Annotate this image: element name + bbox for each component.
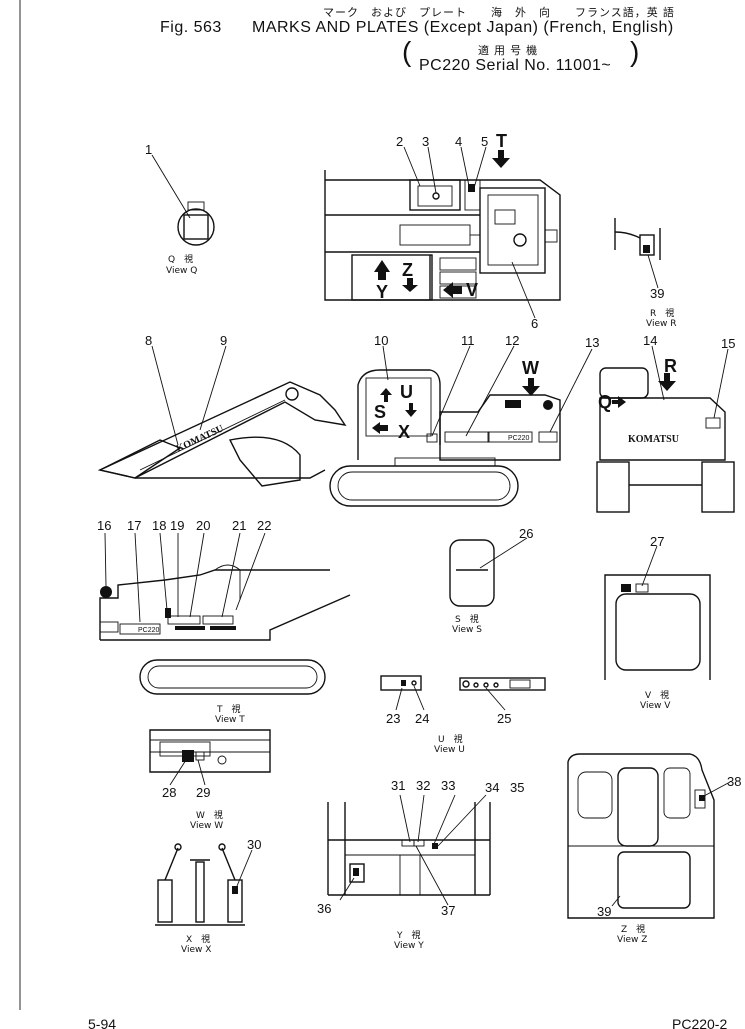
callout-9: 9 — [220, 333, 227, 348]
view-z-label: View Z — [617, 935, 647, 945]
callout-20: 20 — [196, 518, 210, 533]
callout-31: 31 — [391, 778, 405, 793]
view-letter-s: S — [374, 402, 386, 422]
callout-2: 2 — [396, 134, 403, 149]
view-letter-x: X — [398, 422, 410, 442]
view-v-label: View V — [640, 701, 671, 711]
callout-34: 34 — [485, 780, 499, 795]
boom-brand-mark: KOMATSU — [175, 423, 226, 454]
header-japanese-line: マーク および プレート 海 外 向 フランス語，英 語 — [323, 7, 675, 19]
callout-19: 19 — [170, 518, 184, 533]
callout-8: 8 — [145, 333, 152, 348]
serial-open-paren: ( — [402, 36, 412, 67]
callout-10: 10 — [374, 333, 388, 348]
side-view-excavator: PC220 KOMATSU — [97, 345, 593, 507]
view-t-jp: T 視 — [216, 703, 241, 715]
view-r-jp: R 視 — [650, 307, 674, 319]
view-u-detail: U 視 View U — [380, 675, 546, 755]
callout-36: 36 — [317, 901, 331, 916]
view-w-label: View W — [190, 821, 223, 831]
view-w-jp: W 視 — [196, 809, 223, 821]
view-u-jp: U 視 — [438, 733, 463, 745]
view-q-jp: Q 視 — [168, 253, 193, 265]
side-model-plate-text: PC220 — [508, 435, 530, 442]
callout-28: 28 — [162, 785, 176, 800]
figure-title: MARKS AND PLATES (Except Japan) (French,… — [252, 19, 674, 36]
callout-38: 38 — [727, 774, 741, 789]
top-plan-view — [324, 146, 561, 319]
serial-close-paren: ) — [630, 36, 640, 67]
view-w-detail: W 視 View W — [149, 729, 271, 831]
callout-1: 1 — [145, 142, 152, 157]
view-letter-y: Y — [376, 282, 388, 302]
callout-14: 14 — [643, 333, 657, 348]
callout-35: 35 — [510, 780, 524, 795]
callout-3: 3 — [422, 134, 429, 149]
view-letter-z: Z — [402, 260, 413, 280]
callout-18: 18 — [152, 518, 166, 533]
callout-32: 32 — [416, 778, 430, 793]
callout-24: 24 — [415, 711, 429, 726]
callout-26: 26 — [519, 526, 533, 541]
view-y-jp: Y 視 — [396, 929, 421, 941]
view-letter-v: V — [466, 280, 478, 300]
callout-11: 11 — [461, 333, 475, 348]
footer-page-number: 5-94 — [88, 1016, 116, 1029]
view-s-label: View S — [452, 625, 482, 635]
view-letter-t: T — [496, 131, 507, 151]
view-s-detail: S 視 View S — [449, 537, 528, 635]
callout-16: 16 — [97, 518, 111, 533]
callout-30: 30 — [247, 837, 261, 852]
serial-range: PC220 Serial No. 11001~ — [419, 57, 612, 74]
view-t-label: View T — [215, 715, 245, 725]
callout-39-view-z: 39 — [597, 904, 611, 919]
callout-17: 17 — [127, 518, 141, 533]
callout-13: 13 — [585, 335, 599, 350]
view-r-detail: R 視 View R — [614, 218, 676, 329]
callout-6: 6 — [531, 316, 538, 331]
callout-33: 33 — [441, 778, 455, 793]
view-letter-w: W — [522, 358, 539, 378]
view-v-jp: V 視 — [645, 689, 669, 701]
callout-39-view-r: 39 — [650, 286, 664, 301]
applicable-models-label: 適 用 号 機 — [478, 45, 539, 57]
callout-27: 27 — [650, 534, 664, 549]
callout-12: 12 — [505, 333, 519, 348]
callout-23: 23 — [386, 711, 400, 726]
callout-29: 29 — [196, 785, 210, 800]
callout-37: 37 — [441, 903, 455, 918]
figure-number: Fig. 563 — [160, 19, 222, 36]
view-s-jp: S 視 — [455, 613, 479, 625]
callout-4: 4 — [455, 134, 462, 149]
view-z-jp: Z 視 — [621, 923, 645, 935]
view-x-label: View X — [181, 945, 211, 955]
callout-22: 22 — [257, 518, 271, 533]
view-v-detail: V 視 View V — [604, 545, 711, 711]
view-q-detail: Q 視 View Q — [151, 154, 215, 276]
callout-25: 25 — [497, 711, 511, 726]
callout-5: 5 — [481, 134, 488, 149]
view-y-detail: Y 視 View Y — [327, 794, 491, 951]
callout-15: 15 — [721, 336, 735, 351]
view-t-model-plate-text: PC220 — [138, 627, 160, 634]
view-x-detail: X 視 View X — [155, 843, 253, 955]
view-u-label: View U — [434, 745, 465, 755]
footer-model: PC220-2 — [672, 1016, 727, 1029]
view-t-detail: PC220 T 視 View T — [99, 532, 351, 725]
view-y-label: View Y — [394, 941, 424, 951]
view-letter-u: U — [400, 382, 413, 402]
view-letter-q: Q — [598, 392, 612, 412]
view-z-detail: Z 視 View Z — [567, 753, 731, 945]
rear-brand-mark: KOMATSU — [628, 434, 679, 445]
view-r-label: View R — [646, 319, 676, 329]
view-x-jp: X 視 — [186, 933, 210, 945]
view-letter-r: R — [664, 356, 677, 376]
view-q-label: View Q — [166, 266, 197, 276]
rear-view-excavator: KOMATSU — [596, 345, 735, 513]
callout-21: 21 — [232, 518, 246, 533]
